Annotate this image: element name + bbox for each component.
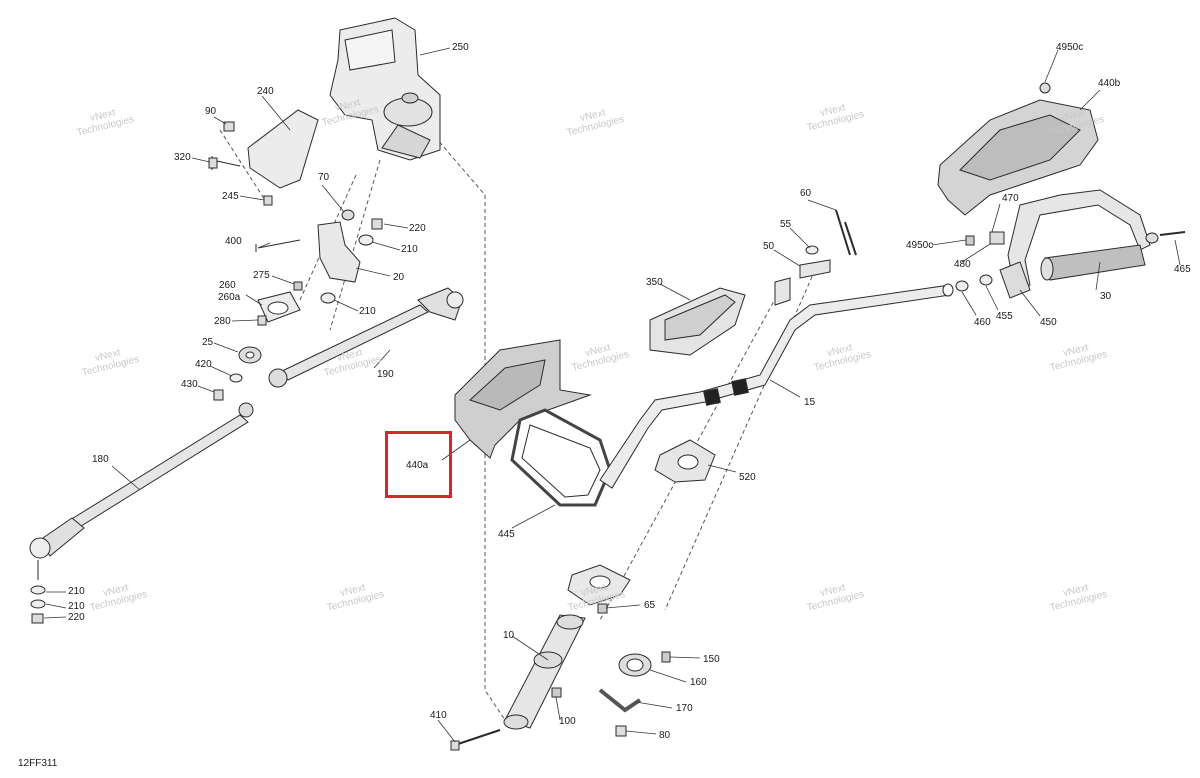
assembly-dash-line [664,269,816,611]
callout-160[interactable]: 160 [690,677,707,688]
grip-30 [1044,244,1146,281]
nut-430 [213,389,224,401]
washer-210 [30,599,46,609]
callout-90[interactable]: 90 [205,106,217,117]
callout-245[interactable]: 245 [222,191,239,202]
spacer-455 [979,274,993,286]
figure-code: 12FF311 [18,758,58,769]
bolt-465 [1159,231,1186,236]
callout-440b[interactable]: 440b [1098,78,1121,89]
callout-60[interactable]: 60 [800,188,812,199]
clamp-50 [799,259,831,279]
callout-480[interactable]: 480 [954,259,971,270]
bolt-4950c [965,235,975,246]
callout-55[interactable]: 55 [780,219,792,230]
callout-220[interactable]: 220 [409,223,426,234]
callout-410[interactable]: 410 [430,710,447,721]
callout-80[interactable]: 80 [659,730,671,741]
highlight-box-440a[interactable] [385,431,452,498]
callout-25[interactable]: 25 [202,337,214,348]
callout-445[interactable]: 445 [498,529,515,540]
bolt-100 [551,687,562,698]
callout-100[interactable]: 100 [559,716,576,727]
end-450 [999,261,1031,299]
nut-70 [341,209,355,221]
callout-260a[interactable]: 260a [218,292,241,303]
tie-rod-190 [268,287,464,388]
leader-lines [43,47,1181,743]
callout-210[interactable]: 210 [401,244,418,255]
callout-240[interactable]: 240 [257,86,274,97]
washer-420 [229,373,243,383]
bolt-65 [597,603,608,614]
callout-460[interactable]: 460 [974,317,991,328]
washer-210 [358,234,374,246]
bolt-150 [661,651,671,663]
callout-15[interactable]: 15 [804,397,816,408]
mount-480 [989,231,1005,245]
washer-210 [320,292,336,304]
bolt-60 [835,209,851,256]
callout-150[interactable]: 150 [703,654,720,665]
clamp-170 [598,688,642,713]
spacer-460 [955,280,969,292]
handlebar-15 [599,283,954,489]
callout-250[interactable]: 250 [452,42,469,53]
callout-430[interactable]: 430 [181,379,198,390]
callout-455[interactable]: 455 [996,311,1013,322]
callout-450[interactable]: 450 [1040,317,1057,328]
callout-320[interactable]: 320 [174,152,191,163]
callout-70[interactable]: 70 [318,172,330,183]
callout-210[interactable]: 210 [359,306,376,317]
hand-guard-bracket-445 [510,408,612,507]
callout-420[interactable]: 420 [195,359,212,370]
callout-170[interactable]: 170 [676,703,693,714]
callout-275[interactable]: 275 [253,270,270,281]
callout-50[interactable]: 50 [763,241,775,252]
washer-55 [805,245,819,255]
nut-220 [371,218,383,230]
callout-260[interactable]: 260 [219,280,236,291]
callout-350[interactable]: 350 [646,277,663,288]
bolt-280 [257,315,267,326]
callout-180[interactable]: 180 [92,454,109,465]
nut-220 [31,613,44,624]
steering-motor-250 [329,17,441,161]
bolt-4950c [1039,82,1051,94]
callout-20[interactable]: 20 [393,272,405,283]
callout-280[interactable]: 280 [214,316,231,327]
callout-465[interactable]: 465 [1174,264,1191,275]
bolt-245 [263,195,273,206]
callout-210[interactable]: 210 [68,586,85,597]
tie-rod-180 [29,402,254,580]
callout-440a[interactable]: 440a [406,460,429,471]
fitting-275 [293,281,303,291]
callout-220[interactable]: 220 [68,612,85,623]
callout-4950c[interactable]: 4950c [1056,42,1084,53]
washer-210 [30,585,46,595]
assembly-dash-line [299,174,357,301]
callout-210[interactable]: 210 [68,601,85,612]
bracket-240 [247,109,319,189]
steering-column-10 [503,564,631,730]
bolt-400 [255,239,301,252]
bolt-90 [223,121,235,132]
callout-10[interactable]: 10 [503,630,515,641]
callout-4950c[interactable]: 4950c [906,240,934,251]
nut-80 [615,725,627,737]
callout-470[interactable]: 470 [1002,193,1019,204]
bolt-410 [454,729,501,746]
callout-520[interactable]: 520 [739,472,756,483]
callout-190[interactable]: 190 [377,369,394,380]
callout-30[interactable]: 30 [1100,291,1112,302]
pitman-arm-20 [317,221,361,283]
callout-65[interactable]: 65 [644,600,656,611]
callout-400[interactable]: 400 [225,236,242,247]
